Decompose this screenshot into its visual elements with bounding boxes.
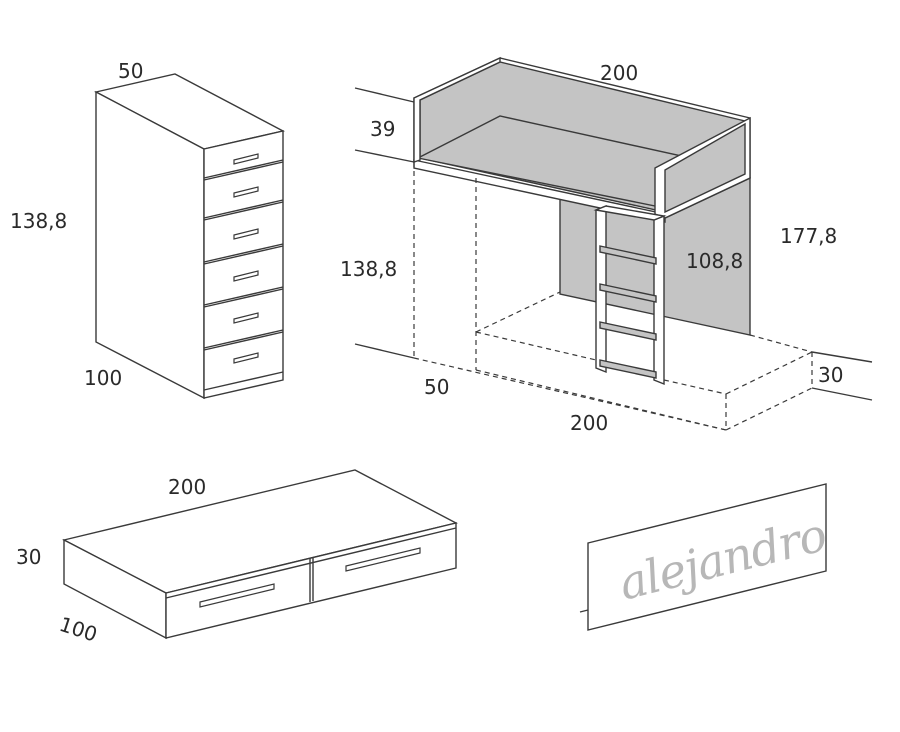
trundle-drawer (62, 469, 458, 640)
dim-chest-depth: 100 (84, 366, 122, 390)
dim-chest-height: 138,8 (10, 209, 67, 233)
name-panel: alejandro (579, 483, 831, 631)
drawer-handle (233, 312, 259, 324)
chest-front (203, 130, 284, 399)
dim-loft-total-height: 177,8 (780, 224, 837, 248)
trundle-front (165, 522, 457, 639)
loft-ladder (593, 204, 667, 386)
drawer-handle (233, 352, 259, 364)
dim-loft-top-height: 39 (370, 117, 395, 141)
trundle-handle-right (345, 547, 421, 572)
dim-loft-base-height: 30 (818, 363, 843, 387)
dim-loft-base-length: 200 (570, 411, 608, 435)
dim-trundle-length: 200 (168, 475, 206, 499)
drawer-handle (233, 270, 259, 282)
name-panel-board (587, 483, 827, 631)
trundle-handle-left (199, 583, 275, 608)
dim-loft-under-height: 138,8 (340, 257, 397, 281)
chest-of-drawers (94, 73, 285, 400)
dim-loft-inner-height: 108,8 (686, 249, 743, 273)
dim-loft-length: 200 (600, 61, 638, 85)
dim-loft-base-depth: 50 (424, 375, 449, 399)
drawer-handle (233, 153, 259, 165)
dim-chest-width: 50 (118, 59, 143, 83)
drawer-handle (233, 186, 259, 198)
dim-trundle-height: 30 (16, 545, 41, 569)
drawer-handle (233, 228, 259, 240)
loft-bed (354, 56, 873, 431)
dim-trundle-depth: 100 (56, 612, 100, 647)
